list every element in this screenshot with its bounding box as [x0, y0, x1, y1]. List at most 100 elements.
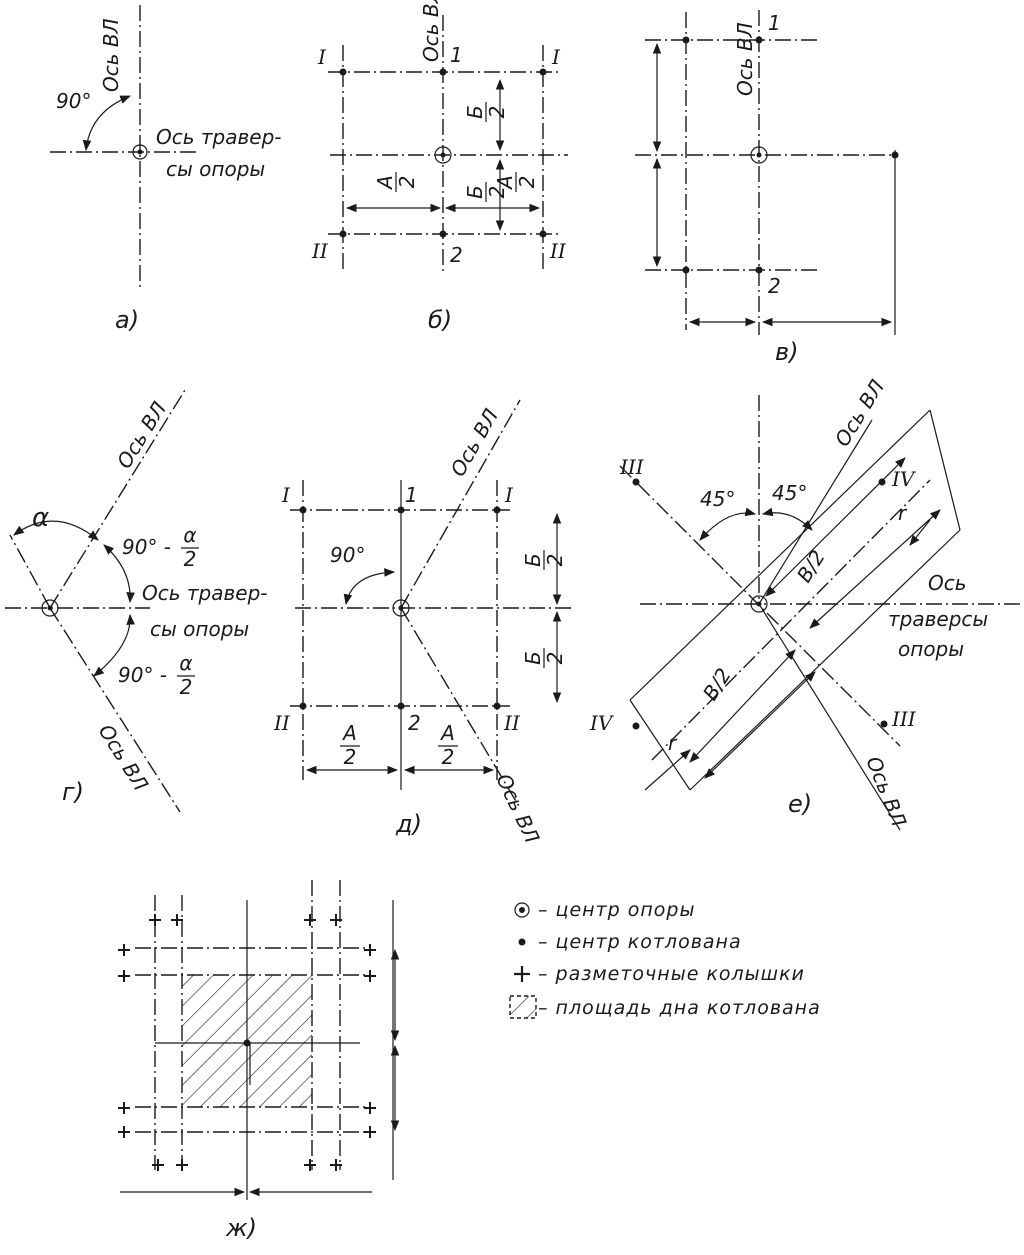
- angle-label: 90°: [330, 543, 365, 567]
- stake-marker: [152, 1159, 164, 1171]
- traverse-axis-label-line2: траверсы: [888, 607, 988, 631]
- pit-center-dot: [439, 68, 447, 76]
- svg-text:α: α: [183, 523, 196, 547]
- pit-center-dot: [755, 266, 763, 274]
- panel-caption: в): [775, 338, 799, 366]
- row-label-II-right: II: [503, 711, 521, 735]
- alpha-angle-arc: [13, 520, 99, 541]
- dim-label-a-half-left: A 2: [340, 721, 360, 769]
- stake-marker: [176, 1159, 188, 1171]
- point-1-label: 1: [405, 483, 418, 507]
- panel-caption: г): [62, 778, 84, 806]
- stake-marker: [364, 1102, 376, 1114]
- traverse-axis-label-line3: опоры: [898, 637, 964, 661]
- panel-caption: д): [395, 810, 422, 838]
- svg-text:2: 2: [442, 745, 455, 769]
- alpha-label: α: [32, 503, 49, 533]
- point-1-label: 1: [450, 43, 463, 67]
- half-alpha-lower: α 2: [177, 651, 195, 699]
- dim-label-b-half-upper: B/2: [792, 546, 830, 587]
- support-center-marker: [132, 144, 148, 160]
- legend-label: – центр опоры: [538, 899, 696, 921]
- stake-marker: [330, 1159, 342, 1171]
- pit-center-dot: [878, 478, 886, 486]
- svg-text:2: 2: [344, 745, 357, 769]
- stake-marker: [364, 1126, 376, 1138]
- vl-axis-line-lower: [400, 607, 521, 809]
- panel-caption: б): [428, 306, 452, 334]
- point-label-III-top: III: [619, 455, 645, 479]
- traverse-axis-label-line2: сы опоры: [150, 617, 249, 641]
- traverse-axis-label-line2: сы опоры: [166, 157, 265, 181]
- svg-text:2: 2: [543, 652, 567, 665]
- row-label-I-right: I: [504, 483, 514, 507]
- stake-marker: [330, 914, 342, 926]
- stake-icon: [514, 966, 530, 982]
- svg-text:2: 2: [395, 176, 419, 189]
- panel-a: 90° Ось ВЛ Ось травер- сы опоры а): [50, 5, 282, 334]
- support-center-marker: [750, 595, 768, 613]
- dim-label-r-lower: r: [668, 731, 678, 755]
- pit-center-dot: [439, 230, 447, 238]
- panel-e: 45° 45° III III IV IV B/2 B/2 r r Ось ВЛ…: [589, 375, 1020, 831]
- pit-center-dot: [299, 702, 307, 710]
- vl-axis-label: Ось ВЛ: [733, 22, 757, 96]
- half-alpha-upper: α 2: [181, 523, 199, 571]
- stake-marker: [304, 914, 316, 926]
- pit-center-dot: [632, 722, 640, 730]
- dim-label-b-half-top: Б 2: [463, 102, 509, 122]
- dim-label-b-half-bottom: Б 2: [521, 648, 567, 668]
- panel-caption: а): [115, 306, 139, 334]
- svg-text:2: 2: [485, 106, 509, 119]
- row-label-II-left: II: [311, 239, 329, 263]
- pit-center-dot: [891, 151, 899, 159]
- pit-center-icon: [518, 938, 526, 946]
- panel-v: Ось ВЛ 1 2 в): [635, 10, 899, 366]
- svg-text:2: 2: [180, 675, 193, 699]
- pit-center-dot: [539, 230, 547, 238]
- legend: – центр опоры – центр котлована – размет…: [509, 899, 820, 1019]
- row-label-I-left: I: [281, 483, 291, 507]
- svg-text:Б: Б: [521, 651, 545, 665]
- traverse-axis-label-line1: Ось травер-: [142, 581, 268, 605]
- stake-marker: [364, 970, 376, 982]
- pit-center-dot: [397, 506, 405, 514]
- dim-label-r-upper: r: [898, 501, 908, 525]
- dim-label-b-half-lower: B/2: [698, 664, 736, 705]
- row-label-II-right: II: [549, 239, 567, 263]
- point-2-label: 2: [408, 711, 421, 735]
- svg-text:A: A: [439, 721, 455, 745]
- pit-center-dot: [682, 266, 690, 274]
- stake-marker: [118, 970, 130, 982]
- stake-marker: [149, 914, 161, 926]
- vl-axis-label-lower: Ось ВЛ: [861, 753, 911, 830]
- pit-center-dot: [632, 478, 640, 486]
- legend-label: – разметочные колышки: [538, 963, 805, 985]
- point-label-IV-top: IV: [891, 467, 917, 491]
- vl-axis-label-lower: Ось ВЛ: [94, 720, 153, 795]
- svg-text:A: A: [493, 175, 517, 191]
- legend-item-stake: – разметочные колышки: [514, 963, 805, 985]
- point-2-label: 2: [450, 243, 463, 267]
- angle-label-lower: 90° -: [118, 663, 167, 687]
- svg-text:α: α: [179, 651, 192, 675]
- dim-label-a-half-right: A 2: [493, 172, 539, 192]
- panel-zh: ж): [118, 880, 400, 1242]
- legend-item-support-center: – центр опоры: [514, 899, 696, 921]
- row-label-I-left: I: [317, 45, 327, 69]
- pit-center-dot: [493, 506, 501, 514]
- pit-center-dot: [339, 68, 347, 76]
- angle-arc: [343, 568, 396, 606]
- panel-b: I I II II 1 2 Ось ВЛ Б 2 Б 2 A 2 A 2 б): [311, 0, 568, 334]
- angle-label-right: 45°: [772, 481, 807, 505]
- stake-marker: [118, 1126, 130, 1138]
- pit-center-dot: [755, 36, 763, 44]
- angle-arc-right: [761, 507, 813, 531]
- panel-caption: ж): [225, 1214, 257, 1242]
- point-1-label: 1: [768, 11, 781, 35]
- pit-center-dot: [493, 702, 501, 710]
- traverse-axis-label-line1: Ось травер-: [156, 125, 282, 149]
- stake-marker: [118, 1102, 130, 1114]
- vl-axis-label-upper: Ось ВЛ: [112, 397, 171, 472]
